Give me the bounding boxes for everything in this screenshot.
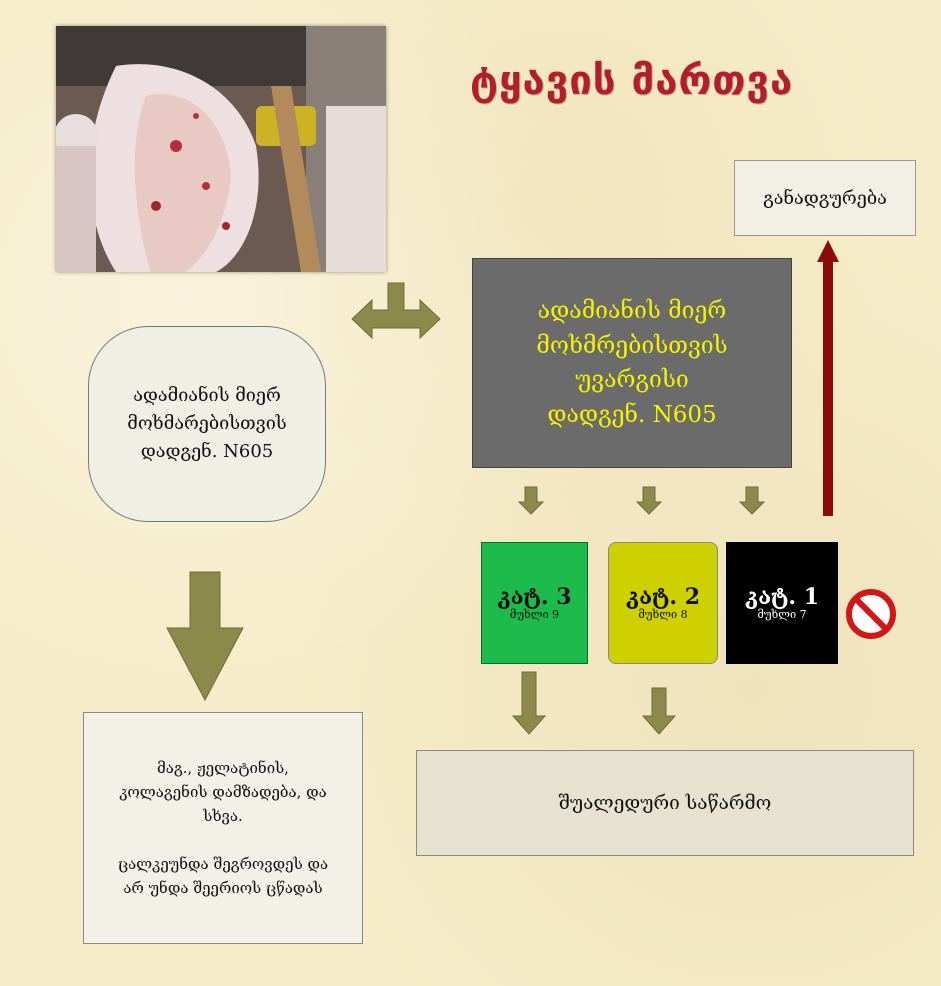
prohibited-icon bbox=[846, 589, 896, 639]
unfit-for-human-box: ადამიანის მიერ მოხმრებისთვის უვარგისი და… bbox=[472, 258, 792, 468]
down-arrow-icon bbox=[635, 486, 663, 515]
examples-line-1: მაგ., ჟელატინის, bbox=[157, 759, 289, 777]
slaughterhouse-hide-photo bbox=[56, 26, 386, 272]
down-arrow-icon bbox=[641, 687, 677, 735]
category-2-label: კატ. 2 bbox=[625, 583, 701, 610]
category-3-box: კატ. 3 მუხლი 9 bbox=[481, 542, 588, 664]
down-arrow-icon bbox=[517, 486, 545, 515]
examples-line-3: სხვა. bbox=[203, 807, 243, 825]
category-3-article: მუხლი 9 bbox=[509, 607, 560, 621]
category-1-article: მუხლი 7 bbox=[757, 607, 807, 621]
unfit-line-4: დადგენ. N605 bbox=[547, 401, 717, 428]
intermediate-plant-box: შუალედური საწარმო bbox=[416, 750, 914, 856]
fit-line-1: ადამიანის მიერ bbox=[133, 385, 281, 407]
down-arrow-icon bbox=[738, 486, 766, 515]
examples-line-2: კოლაგენის დამზადება, და bbox=[119, 783, 327, 801]
category-1-label: კატ. 1 bbox=[744, 583, 820, 610]
unfit-line-1: ადამიანის მიერ bbox=[537, 298, 727, 324]
up-arrow-icon bbox=[817, 240, 839, 516]
category-2-article: მუხლი 8 bbox=[638, 607, 688, 621]
unfit-line-3: უვარგისი bbox=[575, 367, 689, 393]
fit-line-2: მოხმარებისთვის bbox=[127, 413, 287, 435]
destruction-label: განადგურება bbox=[763, 187, 887, 209]
split-arrow-icon bbox=[351, 282, 441, 340]
unfit-line-2: მოხმრებისთვის bbox=[536, 332, 728, 359]
fit-line-3: დადგენ. N605 bbox=[140, 440, 274, 462]
examples-box: მაგ., ჟელატინის, კოლაგენის დამზადება, და… bbox=[83, 712, 363, 944]
fit-for-human-box: ადამიანის მიერ მოხმარებისთვის დადგენ. N6… bbox=[88, 326, 326, 522]
category-2-box: კატ. 2 მუხლი 8 bbox=[608, 542, 718, 664]
page-title: ტყავის მართვა bbox=[470, 58, 794, 104]
category-3-label: კატ. 3 bbox=[497, 583, 572, 610]
intermediate-plant-label: შუალედური საწარმო bbox=[558, 792, 772, 814]
examples-note-1: ცალკეუნდა შეგროვდეს და bbox=[117, 855, 329, 873]
destruction-box: განადგურება bbox=[734, 160, 916, 236]
hide-photo bbox=[56, 26, 386, 272]
down-arrow-icon bbox=[166, 571, 244, 702]
down-arrow-icon bbox=[511, 671, 547, 735]
category-1-box: კატ. 1 მუხლი 7 bbox=[726, 542, 838, 664]
examples-note-2: არ უნდა შეერიოს ცწადას bbox=[123, 879, 323, 897]
